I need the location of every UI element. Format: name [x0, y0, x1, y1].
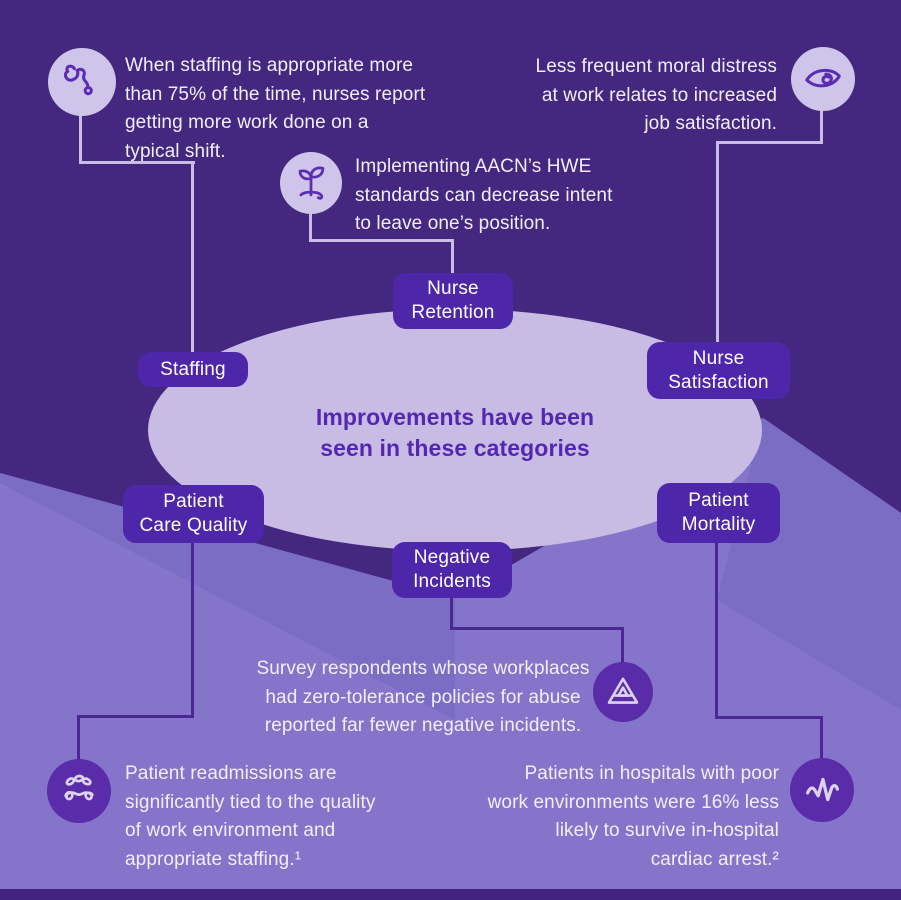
connector-mortality-h1 — [715, 716, 823, 719]
zero-tolerance-triangle-icon — [593, 662, 653, 722]
connector-retention-v1 — [309, 212, 312, 242]
footer-bar — [0, 889, 901, 900]
badge-patient-mortality: Patient Mortality — [657, 483, 780, 543]
connector-satisfaction-v1 — [820, 110, 823, 144]
connector-mortality-v1 — [715, 543, 718, 719]
badge-nurse-retention: Nurse Retention — [393, 273, 513, 329]
callout-patient-care-quality: Patient readmissions are significantly t… — [125, 763, 376, 870]
connector-staffing-h1 — [79, 161, 195, 164]
connector-incidents-v1 — [450, 597, 453, 630]
callout-nurse-retention: Implementing AACN’s HWE standards can de… — [355, 156, 613, 234]
stethoscope-icon — [48, 48, 116, 116]
connector-retention-v2 — [451, 239, 454, 276]
callout-negative-incidents: Survey respondents whose workplaces had … — [256, 658, 590, 736]
connector-care-quality-h1 — [77, 715, 194, 718]
connector-staffing-v1 — [79, 114, 82, 164]
badge-negative-incidents: Negative Incidents — [392, 542, 512, 598]
badge-staffing: Staffing — [138, 352, 248, 387]
connector-retention-h1 — [309, 239, 454, 242]
connector-satisfaction-v2 — [716, 141, 719, 342]
seedling-icon — [280, 152, 342, 214]
connector-incidents-v2 — [621, 627, 624, 665]
connector-care-quality-v2 — [191, 543, 194, 718]
callout-nurse-satisfaction: Less frequent moral distress at work rel… — [535, 56, 777, 134]
connector-mortality-v2 — [820, 716, 823, 761]
headline: Improvements have been seen in these cat… — [315, 404, 595, 461]
connector-care-quality-v3 — [77, 715, 80, 762]
callout-staffing: When staffing is appropriate more than 7… — [125, 55, 426, 162]
connector-staffing-v2 — [191, 161, 194, 352]
badge-patient-care-quality: Patient Care Quality — [123, 485, 264, 543]
connector-incidents-h1 — [450, 627, 624, 630]
eye-icon — [791, 47, 855, 111]
heartbeat-pulse-icon — [790, 758, 854, 822]
pills-icon — [47, 759, 111, 823]
connector-satisfaction-h1 — [716, 141, 823, 144]
badge-nurse-satisfaction: Nurse Satisfaction — [647, 342, 790, 399]
callout-patient-mortality: Patients in hospitals with poor work env… — [487, 763, 779, 870]
